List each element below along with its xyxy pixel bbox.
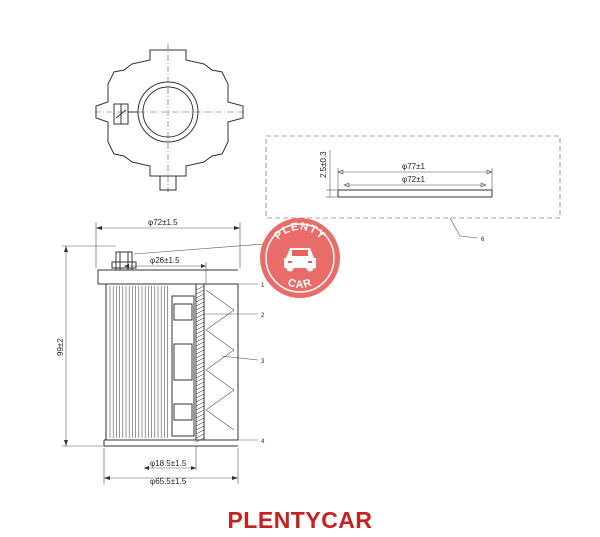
dim-26: φ26±1.5 (150, 256, 180, 265)
seal-ring-detail (265, 135, 561, 239)
hatch-line (195, 369, 205, 375)
hatch-line (195, 289, 205, 295)
hatch-line (195, 317, 205, 323)
hatch-line (195, 345, 205, 351)
hatch-line (195, 329, 205, 335)
hatch-line (195, 293, 205, 299)
hatch-line (195, 305, 205, 311)
dim-height: 99±2 (56, 338, 65, 356)
callout-2: 2 (261, 313, 265, 319)
callout-3: 3 (261, 359, 265, 365)
filter-pleats (109, 286, 168, 438)
dim-72-outer: φ72±1.5 (148, 218, 178, 227)
hatch-line (195, 389, 205, 395)
hatch-line (195, 405, 205, 411)
hatch-line (195, 397, 205, 403)
top-view (95, 44, 246, 192)
hatch-line (195, 401, 205, 407)
callout-1: 1 (261, 283, 265, 289)
hatch-line (195, 361, 205, 367)
hatch-line (195, 421, 205, 427)
svg-text:CAR: CAR (286, 276, 314, 291)
hatch-line (195, 429, 205, 435)
dim-77: φ77±1 (402, 162, 425, 171)
hatch-line (195, 377, 205, 383)
hatch-line (195, 373, 205, 379)
hatch-line (195, 393, 205, 399)
hatch-line (195, 333, 205, 339)
dim-65: φ65.5±1.5 (150, 477, 187, 486)
hatch-line (195, 297, 205, 303)
dim-18: φ18.5±1.5 (150, 459, 187, 468)
hatch-line (195, 425, 205, 431)
logo-bottom-text: CAR (286, 276, 313, 291)
hatch-line (195, 365, 205, 371)
dim-72-top: φ72±1 (402, 175, 425, 184)
side-view (62, 222, 265, 484)
hatch-line (195, 353, 205, 359)
plentycar-logo: PLENTY CAR (260, 218, 340, 298)
hatch-line (195, 349, 205, 355)
brand-caption: PLENTYCAR (227, 507, 373, 533)
hatch-line (195, 413, 205, 419)
hatch-line (195, 433, 205, 439)
hatch-line (195, 357, 205, 363)
hatch-line (195, 321, 205, 327)
hatch-line (195, 417, 205, 423)
hatch-line (195, 437, 205, 443)
hatch-line (195, 325, 205, 331)
hatch-line (195, 337, 205, 343)
hatch-line (195, 409, 205, 415)
hatch-line (195, 313, 205, 319)
hatch-line (195, 309, 205, 315)
hatch-line (195, 341, 205, 347)
dim-thickness: 2.5±0.3 (319, 151, 328, 178)
callout-6: 6 (481, 237, 485, 243)
callout-4: 4 (261, 439, 265, 445)
hatch-line (195, 301, 205, 307)
hatch-line (195, 385, 205, 391)
hatch-line (195, 381, 205, 387)
car-icon (284, 248, 316, 272)
hatch-line (195, 285, 205, 291)
